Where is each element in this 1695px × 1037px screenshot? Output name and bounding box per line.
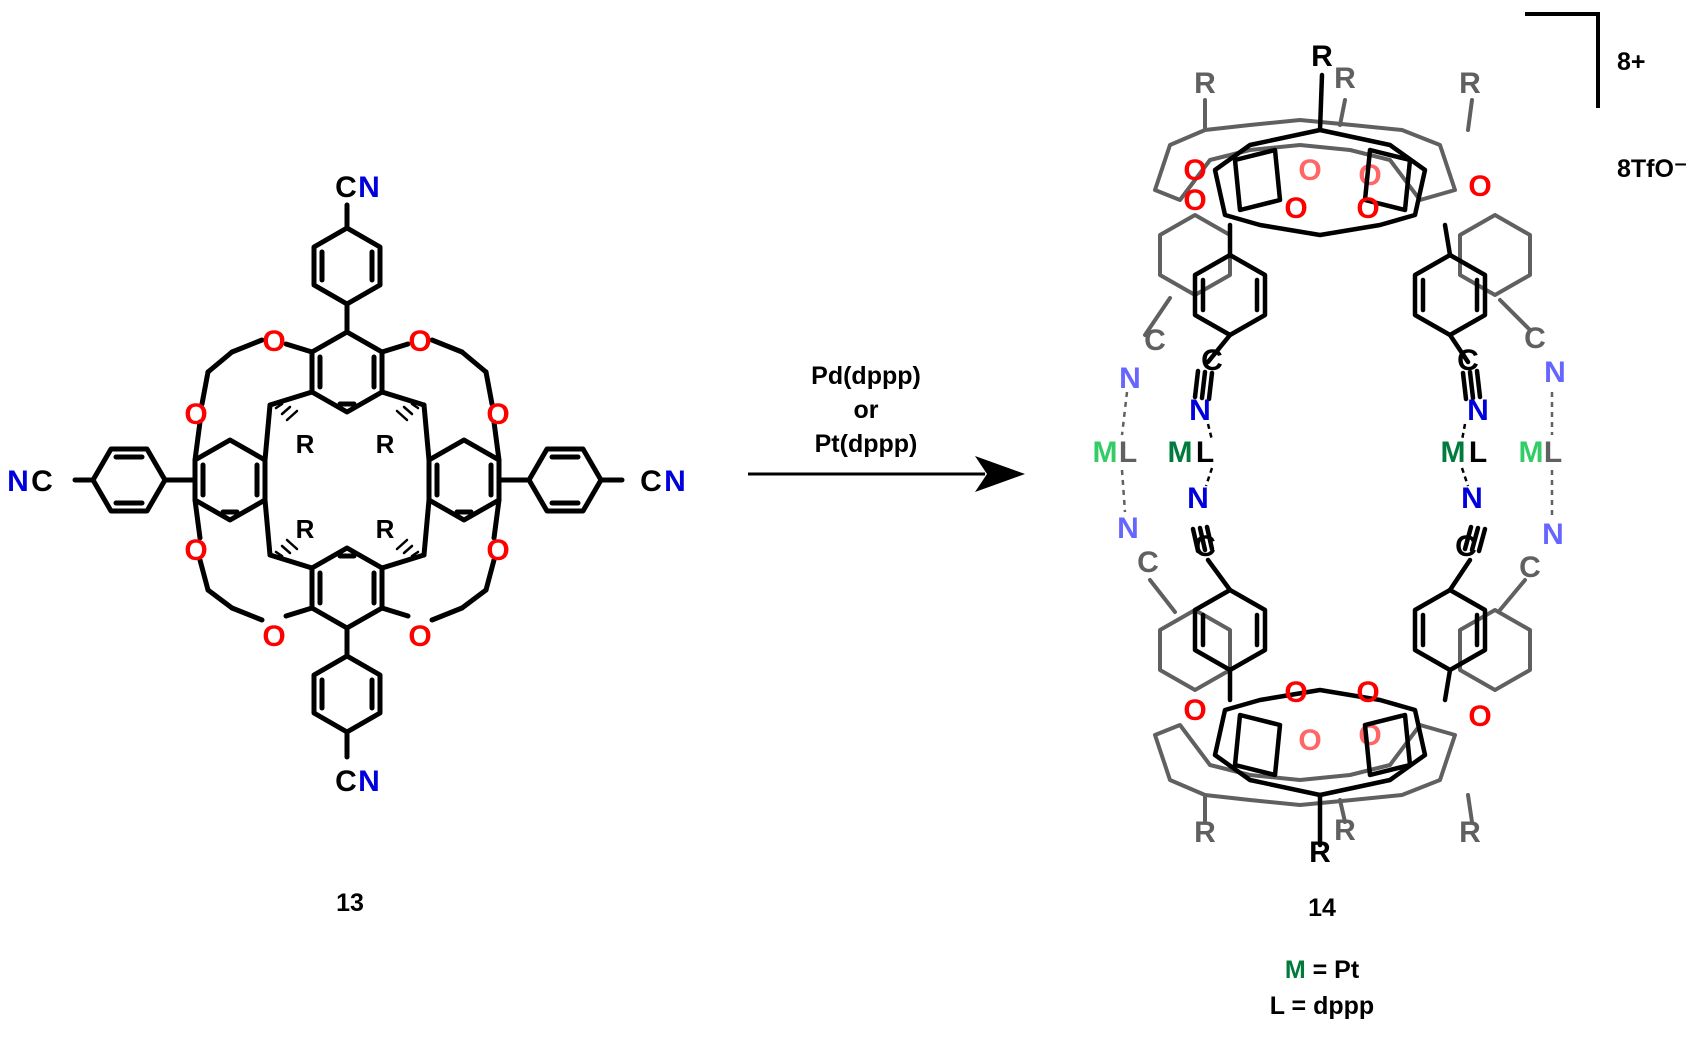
- product-14-front-atoms: O O O O O O O O O C N M L N C C N M L N …: [1168, 40, 1492, 869]
- r-group: R: [376, 429, 395, 459]
- nitrile-c: C: [1194, 530, 1216, 563]
- nitrile-top-n: N: [358, 171, 380, 204]
- nitrile-back-c: C: [1519, 551, 1541, 584]
- reaction-arrow: [748, 456, 1025, 492]
- metal: M: [1441, 436, 1466, 469]
- nitrile-n: N: [1187, 482, 1209, 515]
- reagent-line-1: Pd(dppp): [811, 362, 921, 390]
- nitrile-c: C: [1201, 344, 1223, 377]
- metal: M: [1168, 436, 1193, 469]
- oxygen-atom: O: [1183, 694, 1206, 727]
- nitrile-back-c: C: [1524, 322, 1546, 355]
- nitrile-back-n: N: [1542, 518, 1564, 551]
- nitrile-n: N: [1467, 394, 1489, 427]
- charge-label: 8+: [1617, 48, 1646, 76]
- nitrile-n: N: [1461, 482, 1483, 515]
- oxygen-atom: O: [1183, 184, 1206, 217]
- legend-m-value: = Pt: [1306, 956, 1360, 984]
- oxygen-atom: O: [184, 534, 207, 567]
- oxygen-atom: O: [1468, 170, 1491, 203]
- nitrile-back-c: C: [1137, 546, 1159, 579]
- nitrile-back-n: N: [1117, 512, 1139, 545]
- reagent-line-2: or: [854, 396, 879, 424]
- oxygen-back-atom: O: [1298, 154, 1321, 187]
- product-14-front-linkers: [1204, 423, 1470, 487]
- reagent-line-3: Pt(dppp): [815, 430, 918, 458]
- ligand: L: [1196, 436, 1214, 469]
- product-14-back-linkers: [1120, 391, 1554, 515]
- legend-m-symbol: M: [1285, 956, 1306, 984]
- oxygen-atom: O: [1356, 192, 1379, 225]
- oxygen-atom: O: [184, 398, 207, 431]
- nitrile-right-c: C: [640, 465, 662, 498]
- reactant-13-structure: [72, 202, 625, 760]
- metal-back: M: [1093, 436, 1118, 469]
- product-14-back-layer: [1143, 98, 1532, 824]
- nitrile-back-n: N: [1544, 356, 1566, 389]
- oxygen-atom: O: [1468, 700, 1491, 733]
- oxygen-atom: O: [408, 620, 431, 653]
- r-group: R: [376, 514, 395, 544]
- oxygen-atom: O: [408, 325, 431, 358]
- metal-back: M: [1519, 436, 1544, 469]
- r-group: R: [296, 429, 315, 459]
- oxygen-atom: O: [486, 534, 509, 567]
- reactant-label: 13: [336, 889, 364, 917]
- product-14-front-layer: [1190, 72, 1488, 848]
- r-group-back: R: [1459, 67, 1481, 100]
- oxygen-back-atom: O: [1298, 724, 1321, 757]
- r-group: R: [1311, 40, 1333, 73]
- r-group: R: [296, 514, 315, 544]
- ligand: L: [1469, 436, 1487, 469]
- r-group: R: [1309, 836, 1331, 869]
- nitrile-c: C: [1457, 344, 1479, 377]
- counterion-label: 8TfO⁻: [1617, 155, 1687, 183]
- charge-bracket: [1525, 12, 1600, 108]
- nitrile-right-n: N: [664, 465, 686, 498]
- nitrile-bottom-n: N: [358, 765, 380, 798]
- product-label: 14: [1308, 894, 1336, 922]
- oxygen-atom: O: [262, 325, 285, 358]
- nitrile-n: N: [1189, 394, 1211, 427]
- legend-l-line: L = dppp: [1270, 992, 1374, 1020]
- legend-m-line: M = Pt: [1285, 956, 1360, 984]
- r-group-back: R: [1459, 816, 1481, 849]
- nitrile-bottom-c: C: [335, 765, 357, 798]
- nitrile-back-n: N: [1119, 362, 1141, 395]
- nitrile-left-n: N: [7, 465, 29, 498]
- oxygen-atom: O: [1284, 192, 1307, 225]
- oxygen-back-atom: O: [1358, 159, 1381, 192]
- r-group-back: R: [1334, 814, 1356, 847]
- oxygen-atom: O: [1284, 676, 1307, 709]
- oxygen-atom: O: [486, 398, 509, 431]
- oxygen-atom: O: [1183, 154, 1206, 187]
- reactant-13-atom-labels: O O O O O O O O R R R R C N C N N C C N: [7, 171, 686, 798]
- product-14-back-atoms: O O O O C N M L N C C N M L N C R R R R …: [1093, 62, 1566, 849]
- nitrile-back-c: C: [1144, 324, 1166, 357]
- nitrile-left-c: C: [31, 465, 53, 498]
- r-group-back: R: [1194, 816, 1216, 849]
- nitrile-top-c: C: [335, 171, 357, 204]
- r-group-back: R: [1334, 62, 1356, 95]
- ligand-back: L: [1119, 436, 1137, 469]
- ligand-back: L: [1544, 436, 1562, 469]
- oxygen-atom: O: [262, 620, 285, 653]
- nitrile-c: C: [1455, 530, 1477, 563]
- r-group-back: R: [1194, 67, 1216, 100]
- oxygen-atom: O: [1356, 676, 1379, 709]
